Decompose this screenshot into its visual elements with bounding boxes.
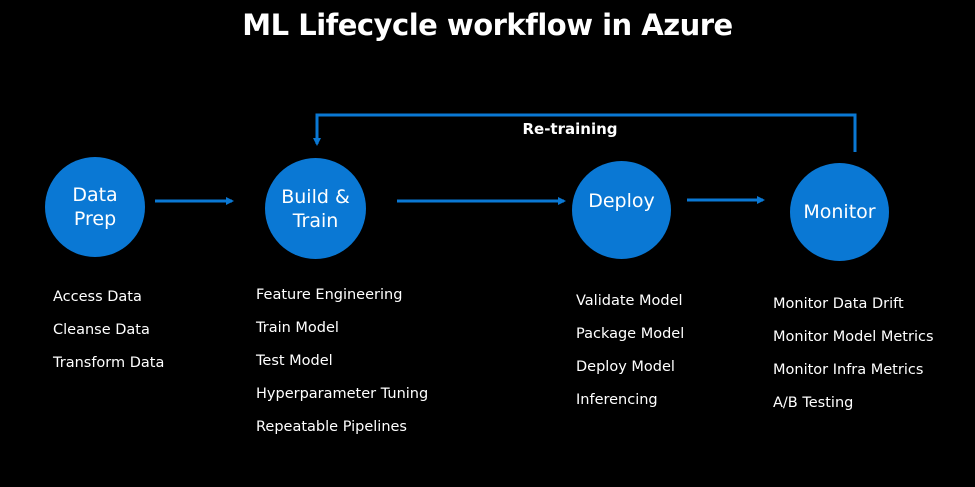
retraining-label: Re-training: [522, 120, 618, 138]
stage-circle-build-train: Build &Train: [265, 158, 366, 259]
task-item: Repeatable Pipelines: [256, 419, 407, 435]
monitor-tasks: Monitor Data Drift Monitor Model Metrics…: [773, 295, 934, 427]
stage-label-line1: Monitor: [803, 201, 876, 223]
task-item: Train Model: [256, 320, 339, 336]
stage-label-line2: Prep: [73, 208, 117, 230]
page-title: ML Lifecycle workflow in Azure: [242, 8, 733, 42]
task-item: Inferencing: [576, 392, 658, 408]
stage-circle-monitor: Monitor: [790, 163, 889, 261]
task-item: Package Model: [576, 326, 685, 342]
task-item: A/B Testing: [773, 395, 854, 411]
task-item: Feature Engineering: [256, 287, 403, 303]
task-item: Monitor Model Metrics: [773, 329, 934, 345]
stage-label-line1: Data: [72, 184, 118, 206]
task-item: Monitor Data Drift: [773, 296, 904, 312]
retraining-loop-arrow: [313, 113, 857, 152]
stage-label-line1: Build &: [281, 185, 350, 208]
task-item: Monitor Infra Metrics: [773, 362, 924, 378]
task-item: Deploy Model: [576, 359, 675, 375]
stage-label-line2: Train: [292, 209, 339, 232]
data-prep-tasks: Access Data Cleanse Data Transform Data: [53, 288, 164, 387]
task-item: Validate Model: [576, 293, 683, 309]
stage-label-line1: Deploy: [588, 190, 655, 212]
task-item: Hyperparameter Tuning: [256, 386, 429, 402]
task-item: Access Data: [53, 289, 142, 305]
task-item: Test Model: [256, 353, 333, 369]
task-item: Cleanse Data: [53, 322, 150, 338]
task-item: Transform Data: [53, 355, 165, 371]
stage-circle-deploy: Deploy: [572, 161, 671, 259]
build-train-tasks: Feature Engineering Train Model Test Mod…: [256, 286, 428, 451]
deploy-tasks: Validate Model Package Model Deploy Mode…: [576, 292, 684, 424]
